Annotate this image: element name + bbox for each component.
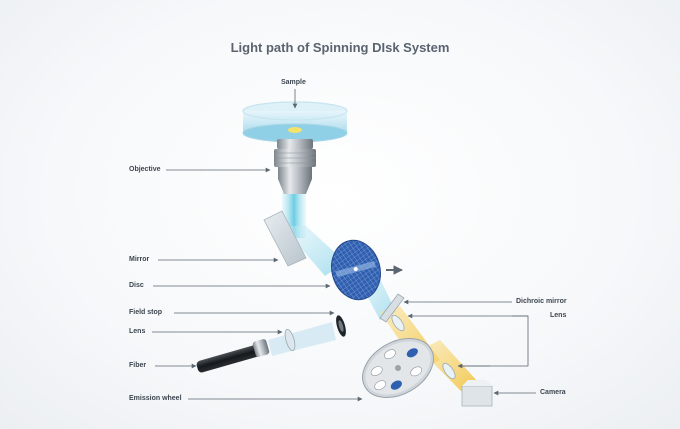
label-objective: Objective (129, 166, 161, 173)
label-emission-wheel: Emission wheel (129, 395, 182, 402)
objective-lens (274, 139, 316, 194)
fiber-assembly (196, 315, 346, 373)
label-sample: Sample (281, 79, 306, 86)
label-field-stop: Field stop (129, 309, 163, 316)
leader-lens-right (460, 315, 529, 367)
dichroic-mirror (379, 293, 405, 323)
fiber-beam (268, 322, 336, 356)
label-lens-left: Lens (129, 328, 146, 335)
mirror (263, 210, 307, 267)
leader-lines (152, 89, 536, 402)
label-mirror: Mirror (129, 256, 150, 263)
diagram-title: Light path of Spinning DIsk System (230, 40, 450, 55)
label-camera: Camera (540, 389, 566, 396)
lens-lower (442, 362, 456, 380)
camera (461, 380, 493, 407)
left-lens (284, 328, 296, 352)
spinning-disc (331, 239, 381, 301)
label-disc: Disc (129, 282, 144, 289)
lens-upper (391, 314, 405, 332)
label-fiber: Fiber (129, 362, 147, 369)
emission-wheel (362, 338, 434, 398)
label-dichroic-mirror: Dichroic mirror (516, 298, 567, 305)
label-lens-right: Lens (550, 312, 567, 319)
excitation-beam-diagonal (282, 226, 345, 276)
